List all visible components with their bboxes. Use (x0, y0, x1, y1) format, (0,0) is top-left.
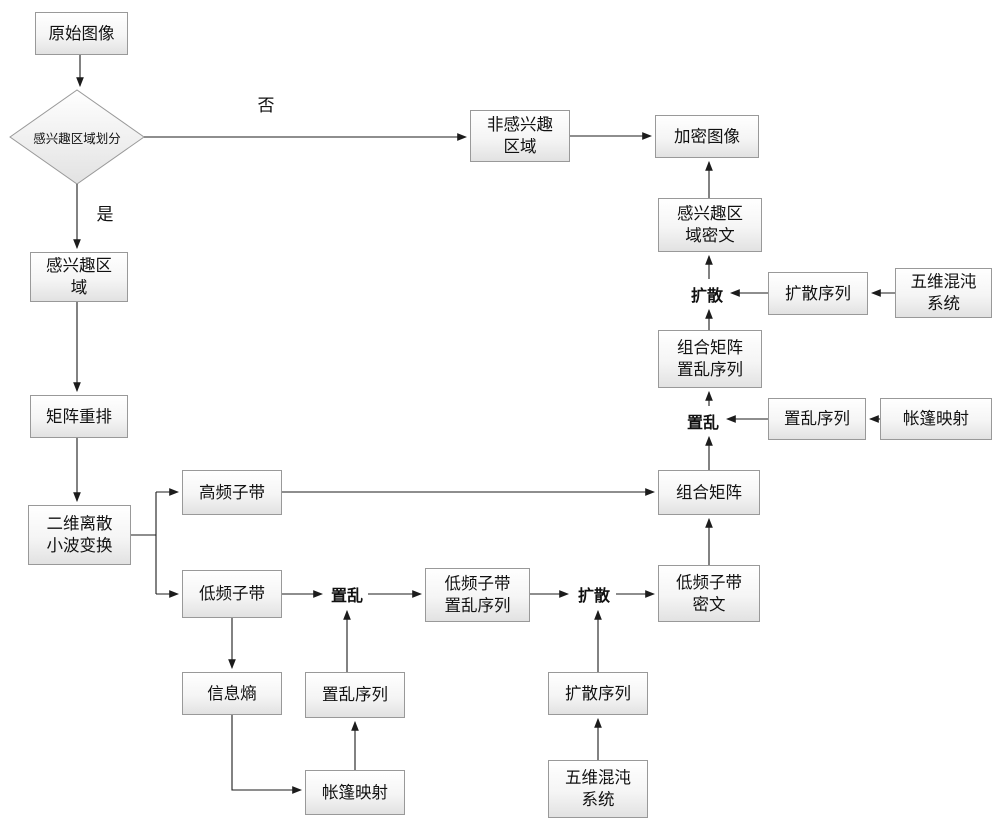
node-low-freq-cipher: 低频子带 密文 (658, 565, 760, 622)
node-low-freq-scramble-seq: 低频子带 置乱序列 (425, 568, 530, 622)
node-matrix-rearrange: 矩阵重排 (30, 395, 128, 438)
label-scramble-combined: 置乱 (680, 407, 726, 435)
node-tent-map-right: 帐篷映射 (880, 398, 992, 440)
label-yes: 是 (90, 199, 120, 225)
node-low-freq-subband: 低频子带 (182, 570, 282, 618)
node-chaos-system-bottom: 五维混沌 系统 (548, 760, 648, 818)
node-roi: 感兴趣区 域 (30, 252, 128, 302)
label-scramble-low: 置乱 (326, 581, 368, 607)
node-encrypted-image: 加密图像 (655, 115, 759, 158)
node-combined-matrix: 组合矩阵 (658, 470, 760, 515)
node-roi-division: 感兴趣区域划分 (33, 131, 121, 146)
node-tent-map-bottom: 帐篷映射 (305, 770, 405, 815)
node-diffusion-seq-right: 扩散序列 (768, 272, 868, 315)
label-no: 否 (248, 90, 284, 116)
node-scramble-seq-bottom: 置乱序列 (305, 672, 405, 718)
node-combined-scramble-seq: 组合矩阵 置乱序列 (658, 330, 762, 388)
label-diffuse-combined: 扩散 (684, 280, 730, 308)
node-original-image: 原始图像 (35, 12, 128, 55)
node-entropy: 信息熵 (182, 672, 282, 715)
node-scramble-seq-right: 置乱序列 (768, 398, 866, 440)
node-high-freq-subband: 高频子带 (182, 470, 282, 515)
edges (73, 55, 895, 794)
node-diffusion-seq-bottom: 扩散序列 (548, 672, 648, 715)
node-chaos-system-right: 五维混沌 系统 (895, 268, 992, 318)
label-diffuse-low: 扩散 (572, 581, 616, 607)
node-dwt: 二维离散 小波变换 (28, 505, 131, 565)
node-roi-cipher: 感兴趣区 域密文 (658, 198, 762, 252)
node-non-roi: 非感兴趣 区域 (470, 110, 570, 162)
